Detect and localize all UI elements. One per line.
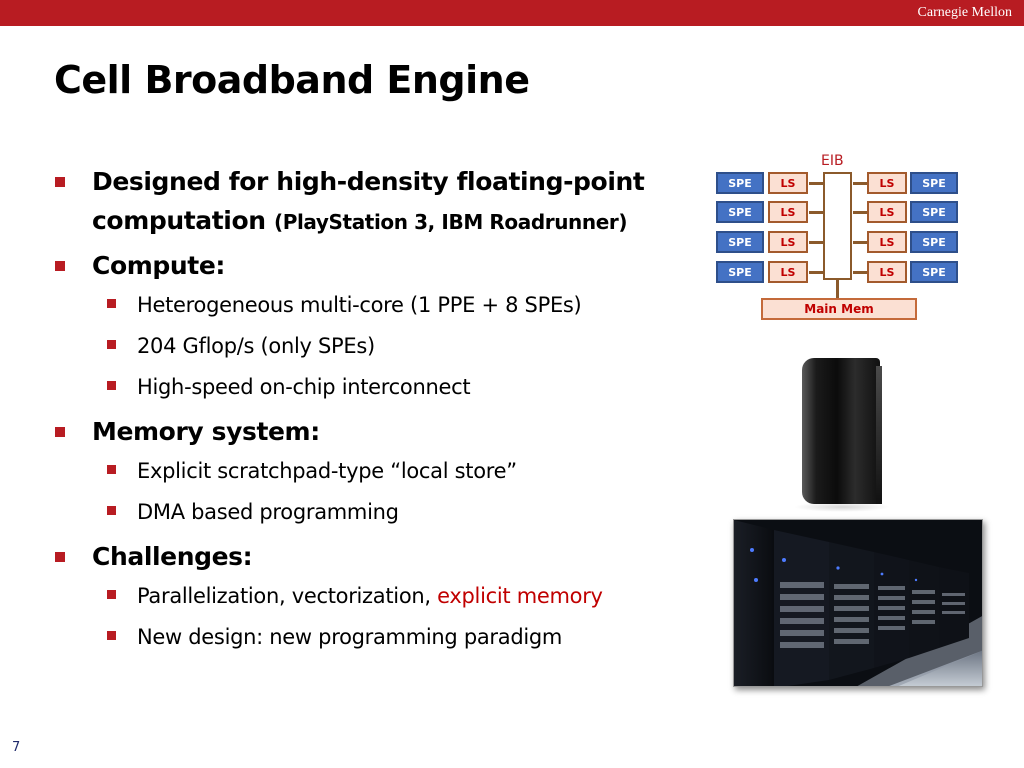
spe-block: SPE — [910, 172, 958, 194]
ls-block: LS — [768, 201, 808, 223]
bus-connector — [809, 271, 823, 274]
brand-name: Carnegie Mellon — [917, 5, 1012, 20]
bus-connector — [853, 241, 867, 244]
designed-text: Designed for high-density floating-point… — [92, 167, 645, 235]
ls-block: LS — [867, 172, 907, 194]
sub-bullet: 204 Gflop/s (only SPEs) — [55, 326, 685, 367]
page-number: 7 — [12, 740, 21, 755]
bus-connector — [853, 271, 867, 274]
spe-block: SPE — [716, 172, 764, 194]
spe-block: SPE — [910, 231, 958, 253]
bullet-designed: Designed for high-density floating-point… — [55, 162, 685, 242]
square-sub-bullet-icon — [107, 506, 116, 515]
memory-item-1: Explicit scratchpad-type “local store” — [137, 459, 517, 483]
memory-label: Memory system: — [92, 417, 320, 446]
square-sub-bullet-icon — [107, 299, 116, 308]
spe-block: SPE — [716, 201, 764, 223]
eib-label: EIB — [821, 153, 844, 169]
spe-block: SPE — [716, 261, 764, 283]
challenges-item-1: Parallelization, vectorization, — [137, 584, 438, 608]
square-bullet-icon — [55, 177, 65, 187]
sub-bullet: High-speed on-chip interconnect — [55, 367, 685, 408]
ls-block: LS — [867, 231, 907, 253]
spe-block: SPE — [910, 261, 958, 283]
bullet-memory: Memory system: — [55, 412, 685, 451]
compute-item-3: High-speed on-chip interconnect — [137, 375, 471, 399]
bullet-challenges: Challenges: — [55, 537, 685, 576]
bus-connector — [809, 211, 823, 214]
sub-bullet: New design: new programming paradigm — [55, 617, 685, 658]
square-bullet-icon — [55, 427, 65, 437]
square-bullet-icon — [55, 552, 65, 562]
sub-bullet: Heterogeneous multi-core (1 PPE + 8 SPEs… — [55, 285, 685, 326]
ls-block: LS — [867, 201, 907, 223]
square-sub-bullet-icon — [107, 631, 116, 640]
compute-label: Compute: — [92, 251, 225, 280]
eib-bus — [823, 172, 852, 280]
square-sub-bullet-icon — [107, 381, 116, 390]
square-sub-bullet-icon — [107, 340, 116, 349]
eib-diagram: EIB SPE LS LS SPE SPE LS LS SPE SPE LS L… — [712, 152, 974, 324]
bus-connector — [809, 182, 823, 185]
sub-bullet: DMA based programming — [55, 492, 685, 533]
bus-connector — [853, 182, 867, 185]
main-memory-block: Main Mem — [761, 298, 917, 320]
ls-block: LS — [768, 261, 808, 283]
header-bar: Carnegie Mellon — [0, 0, 1024, 26]
square-sub-bullet-icon — [107, 465, 116, 474]
ls-block: LS — [768, 231, 808, 253]
bus-connector — [809, 241, 823, 244]
sub-bullet: Parallelization, vectorization, explicit… — [55, 576, 685, 617]
designed-examples: (PlayStation 3, IBM Roadrunner) — [273, 210, 628, 234]
square-bullet-icon — [55, 261, 65, 271]
console-shadow — [794, 502, 890, 512]
bus-connector — [853, 211, 867, 214]
bullet-compute: Compute: — [55, 246, 685, 285]
bullet-list: Designed for high-density floating-point… — [55, 162, 685, 658]
challenges-highlight: explicit memory — [437, 584, 603, 608]
compute-item-2: 204 Gflop/s (only SPEs) — [137, 334, 375, 358]
console-disc-slot — [876, 366, 882, 504]
main-mem-connector — [836, 280, 839, 302]
memory-item-2: DMA based programming — [137, 500, 399, 524]
server-racks-illustration — [734, 520, 982, 686]
spe-block: SPE — [716, 231, 764, 253]
ls-block: LS — [768, 172, 808, 194]
console-body — [802, 358, 880, 504]
ls-block: LS — [867, 261, 907, 283]
sub-bullet: Explicit scratchpad-type “local store” — [55, 451, 685, 492]
playstation-3-image — [790, 352, 890, 512]
roadrunner-supercomputer-image — [733, 519, 983, 687]
challenges-item-2: New design: new programming paradigm — [137, 625, 563, 649]
slide-title: Cell Broadband Engine — [54, 58, 530, 102]
spe-block: SPE — [910, 201, 958, 223]
compute-item-1: Heterogeneous multi-core (1 PPE + 8 SPEs… — [137, 293, 582, 317]
challenges-label: Challenges: — [92, 542, 253, 571]
square-sub-bullet-icon — [107, 590, 116, 599]
